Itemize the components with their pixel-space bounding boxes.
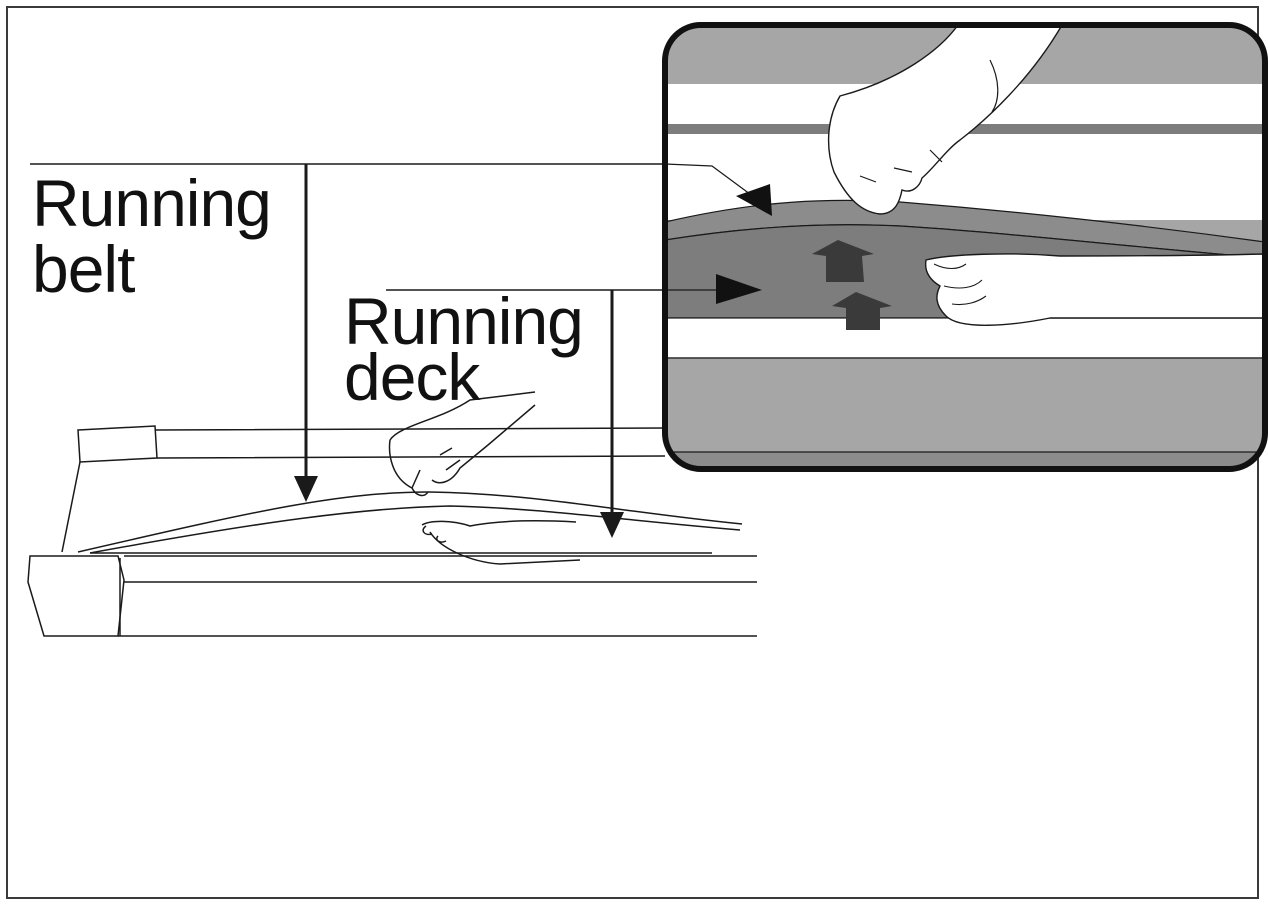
rear-end-cap bbox=[77, 425, 158, 463]
running-belt-label-line2: belt bbox=[32, 232, 135, 306]
frame-lines bbox=[118, 555, 757, 637]
callout-lines bbox=[30, 163, 700, 518]
deck-arrow-head bbox=[600, 512, 624, 538]
running-deck-label-line1: Running bbox=[344, 284, 584, 358]
inset-up-arrow-1 bbox=[812, 240, 874, 282]
hand-sketch bbox=[388, 391, 536, 497]
inset-border bbox=[662, 22, 1268, 472]
zoom-inset bbox=[662, 22, 1268, 472]
treadmill-sketch bbox=[27, 391, 757, 637]
front-end-cap bbox=[27, 555, 125, 637]
foot-sketch bbox=[421, 520, 581, 565]
inset-belt-arrowhead bbox=[736, 184, 772, 216]
running-belt-curve bbox=[77, 491, 743, 553]
running-deck-curve bbox=[89, 505, 741, 554]
running-deck-label-line2: deck bbox=[344, 340, 480, 414]
running-belt-label-line1: Running bbox=[32, 166, 272, 240]
belt-arrow-head bbox=[294, 476, 318, 502]
side-rail-top bbox=[154, 427, 666, 459]
inset-foot bbox=[924, 253, 1265, 326]
inset-belt-pointer bbox=[665, 163, 759, 201]
inset-hand bbox=[827, 25, 1064, 215]
inset-deck-arrowhead bbox=[716, 274, 762, 304]
inset-up-arrow-2 bbox=[832, 292, 892, 330]
